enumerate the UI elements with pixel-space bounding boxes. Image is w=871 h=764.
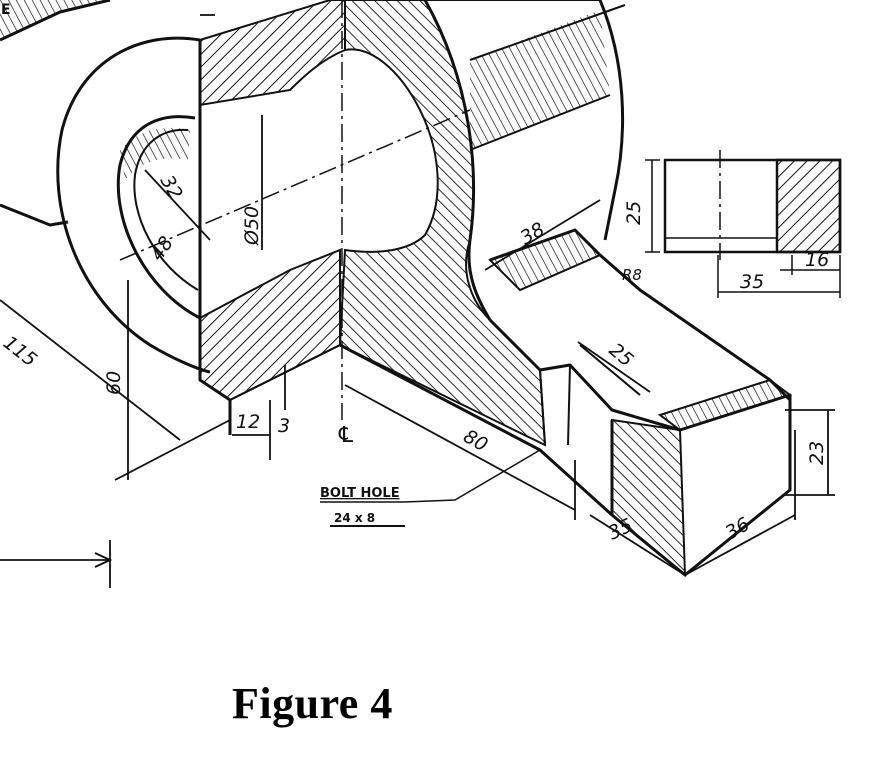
dim-23-right: 23	[806, 441, 828, 465]
horizontal-axis	[119, 109, 471, 261]
dim-line-115	[0, 299, 181, 441]
bore-arc	[116, 115, 201, 320]
dim-12: 12	[236, 411, 260, 433]
arm-top-shading	[657, 378, 793, 432]
dim-line-38	[484, 199, 601, 271]
dim-line-25	[577, 341, 651, 393]
corner-mark: E	[1, 2, 11, 18]
dim-25-slot: 25	[605, 339, 638, 371]
dim-60: 60	[103, 371, 125, 395]
bolt-hole-label: BOLT HOLE	[320, 486, 400, 501]
bolt-hole-size: 24 x 8	[334, 511, 375, 525]
dim-3: 3	[278, 415, 290, 437]
dim-80: 80	[460, 425, 492, 456]
section-bottom-left	[199, 248, 341, 402]
arm-side-shading	[488, 228, 602, 292]
figure-caption: Figure 4	[232, 679, 393, 728]
dim-25-inset: 25	[623, 201, 645, 225]
rear-boss-arc	[598, 0, 625, 241]
annotations: BOLT HOLE 24 x 8 ℄ E	[1, 2, 405, 527]
dim-35-inset: 35	[740, 271, 764, 293]
section-top-left	[199, 0, 346, 107]
centerline-symbol: ℄	[336, 423, 356, 448]
center-lines	[119, 0, 721, 420]
dim-line-80	[344, 384, 576, 511]
left-body-edge	[0, 203, 69, 227]
dim-32: 32	[156, 172, 187, 204]
section-main-body	[338, 0, 547, 447]
dimension-lines	[0, 14, 835, 588]
dim-50: Ø50	[241, 206, 263, 246]
dim-115: 115	[0, 332, 41, 372]
dim-48: 48	[146, 232, 178, 264]
section-hatching	[0, 0, 793, 578]
dim-r8: R8	[622, 266, 642, 284]
boss-outer-arc	[56, 36, 211, 374]
dim-16-inset: 16	[805, 249, 829, 271]
rear-arm-shading	[470, 10, 610, 150]
inset-section-view	[645, 158, 842, 298]
